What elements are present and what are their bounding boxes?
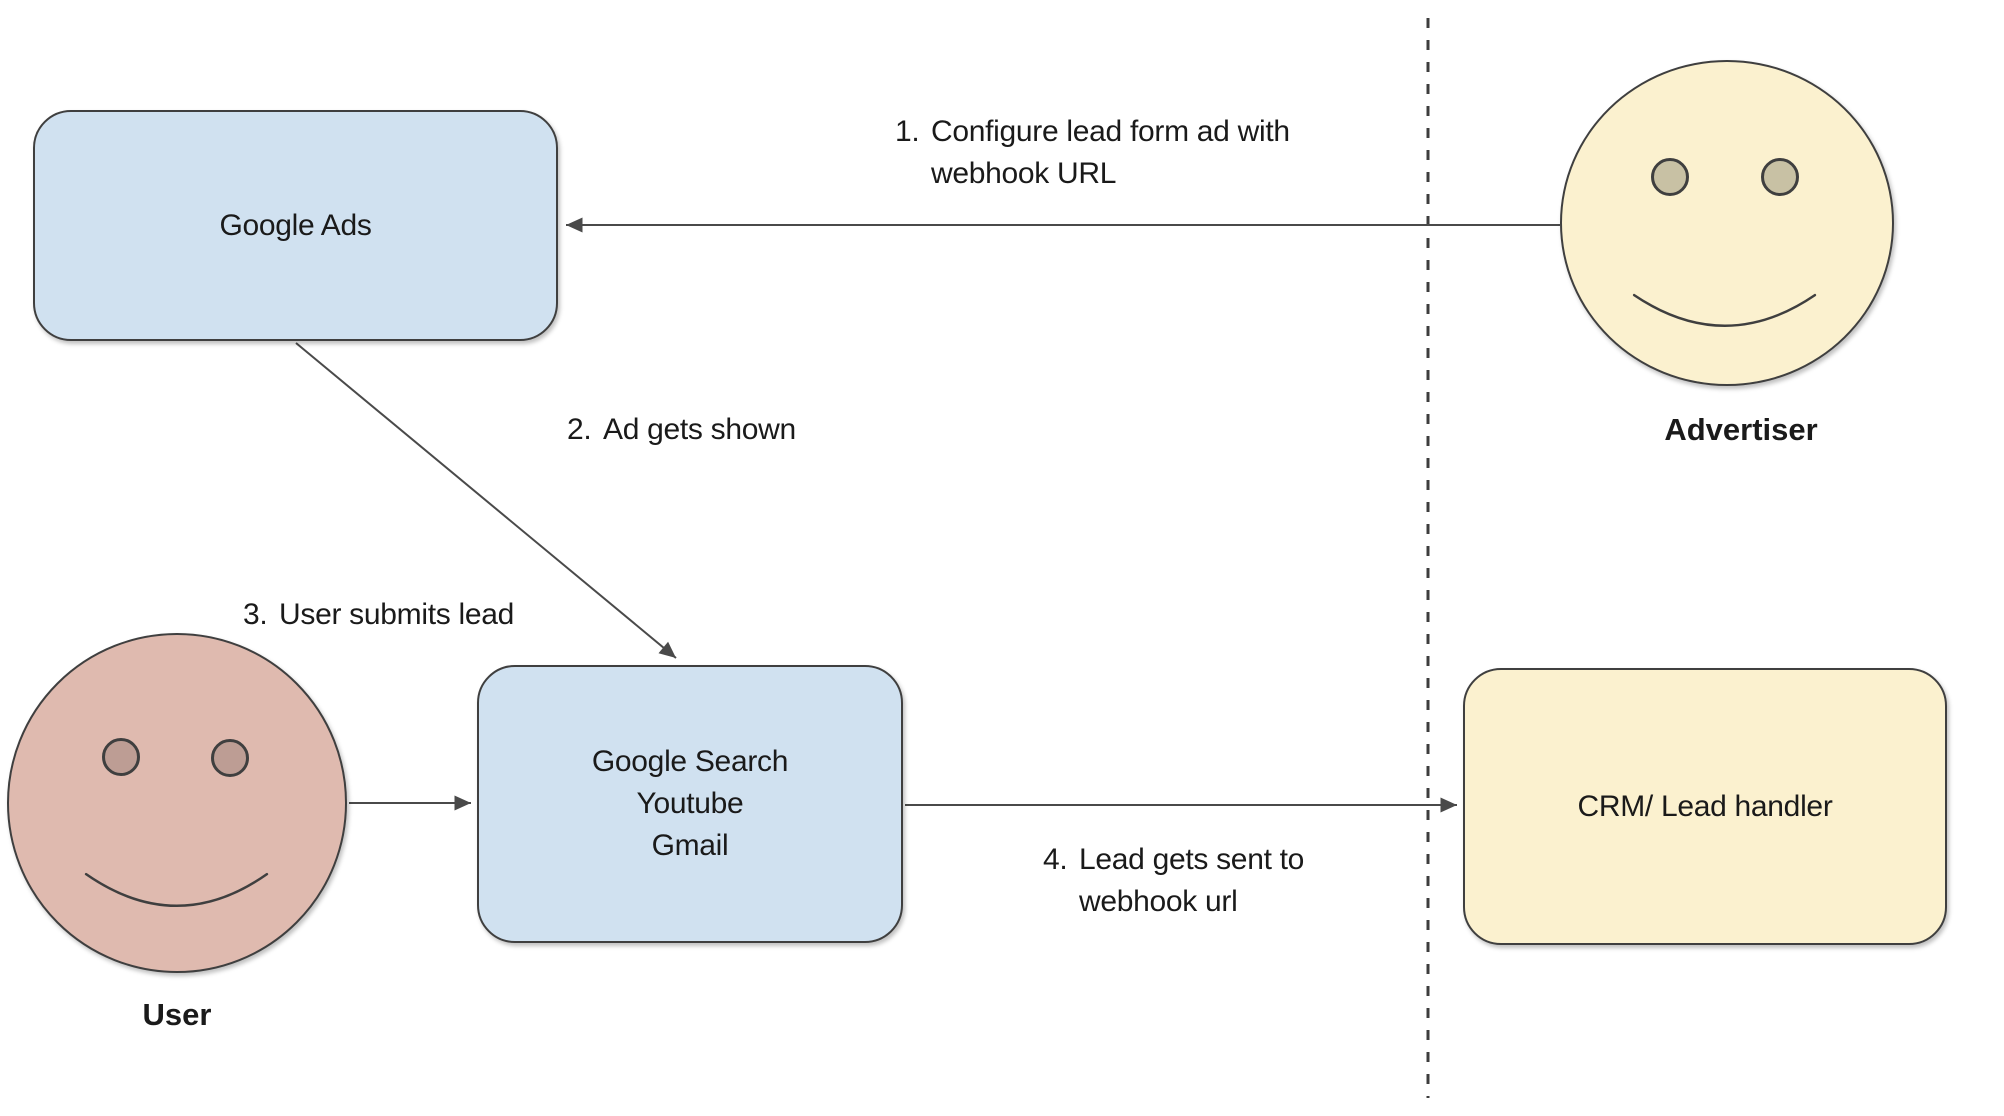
step-1-number: 1.: [895, 115, 920, 148]
crm-lead-handler-node: CRM/ Lead handler: [1463, 668, 1947, 945]
advertiser-right-eye-icon: [1761, 158, 1799, 196]
step-3-number: 3.: [243, 598, 268, 631]
step-2-text: Ad gets shown: [603, 413, 796, 446]
google-ads-label: Google Ads: [219, 208, 372, 242]
step-label-1: 1. Configure lead form ad with webhook U…: [895, 111, 1290, 195]
step-4-number: 4.: [1043, 843, 1068, 876]
crm-label: CRM/ Lead handler: [1577, 789, 1833, 823]
platform-line-youtube: Youtube: [636, 787, 744, 820]
platform-line-gmail: Gmail: [651, 829, 729, 862]
step-1-line-1: Configure lead form ad with: [931, 115, 1290, 148]
google-platforms-node: Google Search Youtube Gmail: [477, 665, 903, 943]
user-face-icon: [7, 633, 347, 973]
step-4-text: Lead gets sent to webhook url: [1079, 839, 1304, 923]
platform-line-google-search: Google Search: [591, 745, 789, 778]
user-left-eye-icon: [102, 738, 140, 776]
step-3-text: User submits lead: [279, 598, 514, 631]
step-1-line-2: webhook URL: [931, 157, 1117, 190]
user-right-eye-icon: [211, 739, 249, 777]
google-platforms-label: Google Search Youtube Gmail: [591, 741, 789, 867]
step-4-line-1: Lead gets sent to: [1079, 843, 1305, 876]
step-2-number: 2.: [567, 413, 592, 446]
user-label: User: [142, 997, 212, 1032]
advertiser-label: Advertiser: [1664, 412, 1818, 447]
step-1-text: Configure lead form ad with webhook URL: [931, 111, 1290, 195]
step-4-line-2: webhook url: [1079, 885, 1238, 918]
advertiser-left-eye-icon: [1651, 158, 1689, 196]
step-label-2: 2. Ad gets shown: [567, 409, 796, 451]
user-smile-icon: [84, 872, 269, 907]
step-label-3: 3. User submits lead: [243, 594, 514, 636]
advertiser-smile-icon: [1632, 293, 1817, 327]
advertiser-face-icon: [1560, 60, 1894, 386]
google-ads-node: Google Ads: [33, 110, 558, 341]
step-label-4: 4. Lead gets sent to webhook url: [1043, 839, 1304, 923]
